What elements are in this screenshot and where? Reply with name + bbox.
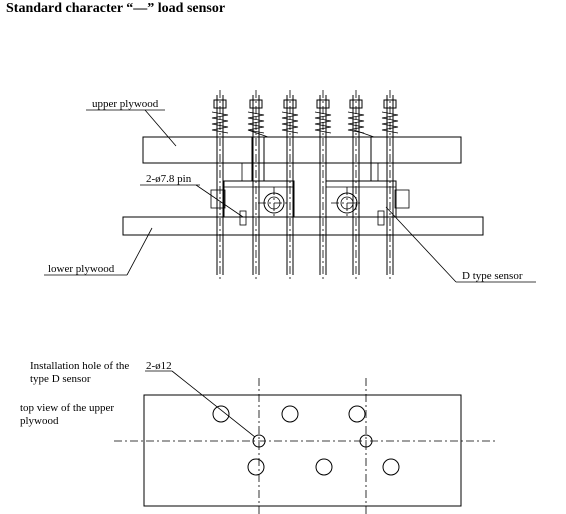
label-install-hole-code: 2-ø12 (146, 360, 172, 372)
pin-left (239, 210, 247, 226)
upper-plywood-board (142, 136, 462, 164)
label-install-hole-type: type D sensor (30, 373, 91, 385)
top-view-plywood (143, 394, 462, 507)
label-upper-plywood: upper plywood (92, 98, 159, 110)
diagram-title: Standard character “—” load sensor (6, 1, 225, 16)
bolt-4 (314, 90, 332, 280)
bolt-1 (211, 90, 229, 280)
side-view: upper plywood 2-ø7.8 pin lower plywood D… (44, 90, 536, 283)
sensor-circle-left (258, 187, 290, 219)
post-right (358, 136, 372, 182)
sensor-hole-left (252, 434, 266, 448)
label-top-view-plywood: plywood (20, 415, 59, 427)
sensor-hole-right (359, 434, 373, 448)
label-top-view: top view of the upper (20, 402, 114, 414)
sensor-base-left (210, 189, 226, 209)
bolt-5 (347, 90, 365, 280)
bolt-2 (247, 90, 265, 280)
hole-bottom-2 (315, 458, 333, 476)
hole-top-3 (348, 405, 366, 423)
top-view: Installation hole of the 2-ø12 type D se… (20, 360, 495, 514)
hole-bottom-1 (247, 458, 265, 476)
lower-plywood-board (122, 216, 484, 236)
sensor-block-right (325, 180, 397, 218)
post-left (251, 136, 265, 182)
sensor-base-right (394, 189, 410, 209)
hole-top-2 (281, 405, 299, 423)
bolt-3 (281, 90, 299, 280)
pin-right (377, 210, 385, 226)
hole-top-1 (212, 405, 230, 423)
label-lower-plywood: lower plywood (48, 263, 115, 275)
bolt-6 (381, 90, 399, 280)
label-d-type-sensor: D type sensor (462, 270, 523, 282)
sensor-circle-right (331, 187, 363, 219)
hole-bottom-3 (382, 458, 400, 476)
label-install-hole: Installation hole of the (30, 360, 129, 372)
label-pin: 2-ø7.8 pin (146, 173, 192, 185)
